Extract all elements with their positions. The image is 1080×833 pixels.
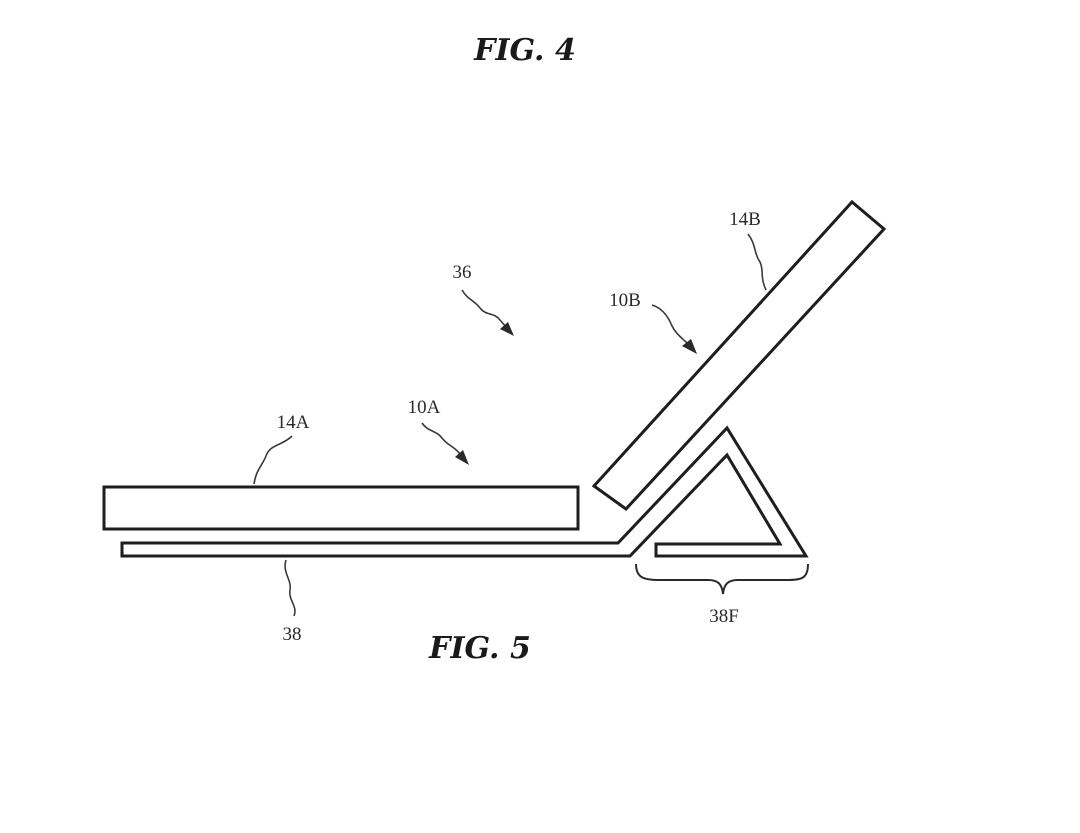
device-panel-14B: [591, 199, 887, 511]
label-38F: 38F: [709, 606, 739, 627]
arrowhead-36: [500, 322, 514, 336]
label-10A: 10A: [408, 397, 441, 418]
label-14A: 14A: [277, 412, 310, 433]
cover-base-38: [120, 425, 809, 558]
leader-10A: [421, 422, 461, 455]
label-36: 36: [453, 262, 472, 283]
label-10B: 10B: [609, 290, 641, 311]
label-38: 38: [283, 624, 302, 645]
leader-14A: [253, 435, 293, 485]
leader-38: [284, 559, 296, 617]
leader-10B: [651, 304, 689, 345]
brace-38F: [635, 563, 809, 595]
arrowhead-10B: [682, 339, 697, 354]
device-panel-14A: [102, 485, 580, 531]
label-14B: 14B: [729, 209, 761, 230]
fig-5-title: FIG. 5: [428, 631, 531, 666]
arrowhead-10A: [455, 450, 469, 465]
fig-4-title: FIG. 4: [473, 33, 576, 68]
leader-36: [461, 289, 508, 329]
leader-14B: [747, 233, 767, 291]
